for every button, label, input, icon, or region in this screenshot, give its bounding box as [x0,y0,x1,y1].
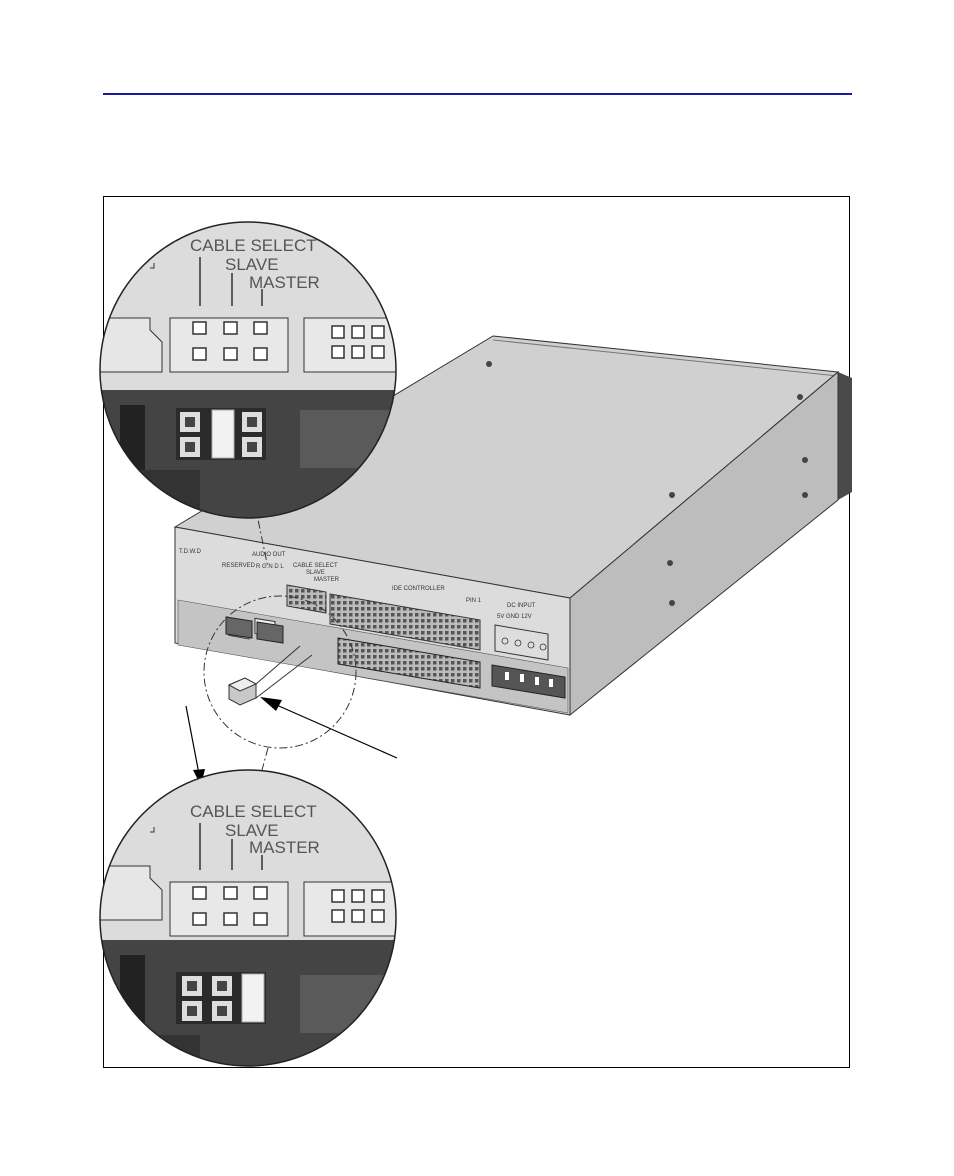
power-connector-panel [494,624,549,661]
zoom-top-cable-select-label: CABLE SELECT [190,236,317,255]
panel-jumper-block [286,584,327,614]
panel-cable-select-label: CABLE SELECT [293,563,338,569]
jumper-shunt [211,409,235,459]
jumper-block-icon [227,645,313,706]
screw-holes [486,361,808,606]
panel-pin1-label: PIN 1 [466,598,482,604]
ide-connector-socket [337,637,481,689]
cd-drive: T.D.W.D RESERVED AUDIO OUT R G N D L CAB… [173,335,852,717]
zoom-bottom-master-label: MASTER [249,838,320,857]
zoom-top-slave-label: SLAVE [225,255,279,274]
ide-connector-header [329,593,481,651]
panel-audio-out-label: AUDIO OUT [252,552,286,558]
panel-ide-label: IDE CONTROLLER [392,586,445,592]
jumper-shunt [241,973,265,1023]
zoom-bottom-cable-select-label: CABLE SELECT [190,802,317,821]
panel-dc-input-pins: 5V GND 12V [497,614,532,620]
panel-reserved-label: RESERVED [222,563,256,569]
magnifier-ring [203,595,357,749]
front-bezel [838,372,852,500]
panel-dc-input-label: DC INPUT [507,603,536,609]
zoom-bottom-slave-label: SLAVE [225,821,279,840]
zoom-bottom-master: CABLE SELECT SLAVE MASTER [99,769,397,1067]
panel-master-label: MASTER [314,577,340,583]
header-rule [103,93,852,95]
callout-lines [203,504,357,771]
panel-left-mark: T.D.W.D [179,549,202,555]
power-socket [491,664,566,699]
zoom-top-master-label: MASTER [249,273,320,292]
panel-slave-label: SLAVE [306,570,325,576]
panel-audio-channels: R G N D L [256,564,284,570]
